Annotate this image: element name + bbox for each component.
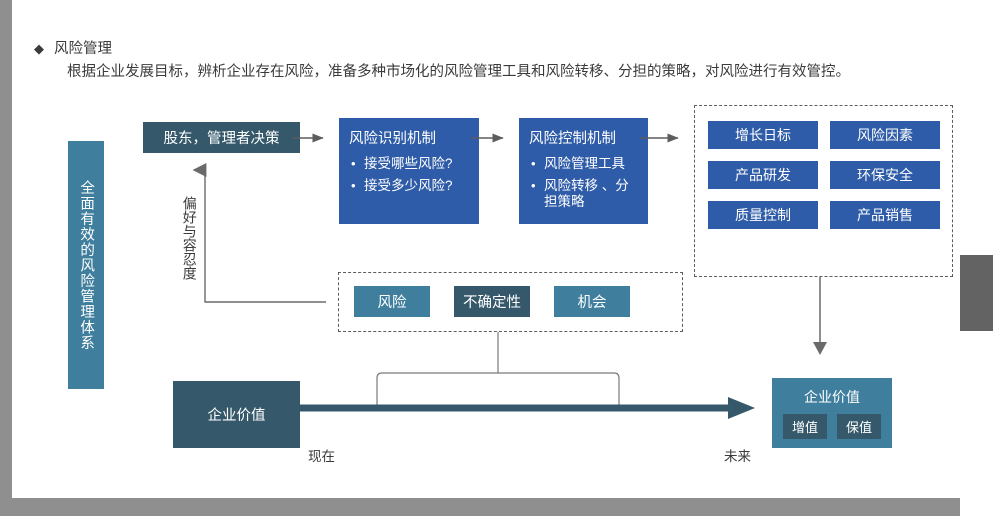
node-risk-control-list: 风险管理工具 风险转移 、分担策略 bbox=[529, 156, 638, 210]
preference-tolerance-text: 偏好与容忍度 bbox=[181, 196, 198, 280]
middle-cell-label: 不确定性 bbox=[463, 295, 521, 311]
value-future-tags: 增值 保值 bbox=[782, 414, 882, 439]
node-enterprise-value-now[interactable]: 企业价值 bbox=[173, 381, 300, 448]
page-description: 根据企业发展目标，辨析企业存在风险，准备多种市场化的风险管理工具和风险转移、分担… bbox=[67, 64, 850, 80]
middle-cell-opportunity[interactable]: 机会 bbox=[554, 286, 630, 317]
diamond-bullet-icon: ◆ bbox=[34, 41, 44, 56]
middle-group: 风险 不确定性 机会 bbox=[354, 286, 668, 317]
scrollbar-thumb[interactable] bbox=[960, 255, 993, 331]
list-item: 接受哪些风险? bbox=[349, 156, 469, 172]
node-risk-control-title: 风险控制机制 bbox=[529, 131, 616, 147]
objective-cell[interactable]: 风险因素 bbox=[830, 121, 940, 149]
objectives-grid: 增长日标 风险因素 产品研发 环保安全 质量控制 产品销售 bbox=[708, 121, 940, 229]
objective-cell[interactable]: 产品销售 bbox=[830, 201, 940, 229]
value-tag-preservation[interactable]: 保值 bbox=[837, 414, 882, 439]
node-stakeholder-decision[interactable]: 股东，管理者决策 bbox=[143, 122, 300, 153]
value-tag-appreciation[interactable]: 增值 bbox=[782, 414, 827, 439]
objective-cell-label: 产品销售 bbox=[857, 207, 913, 223]
middle-cell-label: 机会 bbox=[577, 295, 607, 311]
list-item: 风险管理工具 bbox=[529, 156, 638, 172]
vertical-banner-label: 全面有效的风险管理体系 bbox=[78, 179, 95, 351]
node-enterprise-value-future-label: 企业价值 bbox=[804, 389, 860, 405]
node-risk-identification-title: 风险识别机制 bbox=[349, 131, 436, 147]
objective-cell-label: 环保安全 bbox=[857, 167, 913, 183]
vertical-banner: 全面有效的风险管理体系 bbox=[68, 141, 104, 389]
preference-tolerance-label: 偏好与容忍度 bbox=[181, 196, 198, 283]
list-item: 风险转移 、分担策略 bbox=[529, 178, 638, 210]
objective-cell[interactable]: 环保安全 bbox=[830, 161, 940, 189]
node-stakeholder-decision-label: 股东，管理者决策 bbox=[163, 131, 280, 147]
page-title: 风险管理 bbox=[54, 41, 112, 57]
middle-cell-label: 风险 bbox=[377, 295, 407, 311]
objective-cell-label: 增长日标 bbox=[735, 127, 791, 143]
objective-cell-label: 风险因素 bbox=[857, 127, 913, 143]
middle-cell-risk[interactable]: 风险 bbox=[354, 286, 430, 317]
objective-cell[interactable]: 质量控制 bbox=[708, 201, 818, 229]
objective-cell-label: 质量控制 bbox=[735, 207, 791, 223]
slide-canvas: ◆ 风险管理 根据企业发展目标，辨析企业存在风险，准备多种市场化的风险管理工具和… bbox=[12, 0, 960, 498]
objective-cell-label: 产品研发 bbox=[735, 167, 791, 183]
objective-cell[interactable]: 产品研发 bbox=[708, 161, 818, 189]
middle-cell-uncertainty[interactable]: 不确定性 bbox=[454, 286, 530, 317]
node-risk-identification[interactable]: 风险识别机制 接受哪些风险? 接受多少风险? bbox=[339, 118, 479, 224]
list-item: 接受多少风险? bbox=[349, 178, 469, 194]
timeline-caption-future: 未来 bbox=[724, 449, 751, 464]
objectives-dashed-container bbox=[694, 105, 953, 277]
timeline-caption-now: 现在 bbox=[308, 449, 335, 464]
middle-dashed-container bbox=[338, 272, 683, 332]
objective-cell[interactable]: 增长日标 bbox=[708, 121, 818, 149]
node-enterprise-value-now-label: 企业价值 bbox=[207, 408, 266, 424]
heading-block: ◆ 风险管理 根据企业发展目标，辨析企业存在风险，准备多种市场化的风险管理工具和… bbox=[34, 40, 934, 82]
node-risk-identification-list: 接受哪些风险? 接受多少风险? bbox=[349, 156, 469, 194]
node-enterprise-value-future[interactable]: 企业价值 增值 保值 bbox=[772, 378, 892, 448]
node-risk-control[interactable]: 风险控制机制 风险管理工具 风险转移 、分担策略 bbox=[519, 118, 648, 224]
